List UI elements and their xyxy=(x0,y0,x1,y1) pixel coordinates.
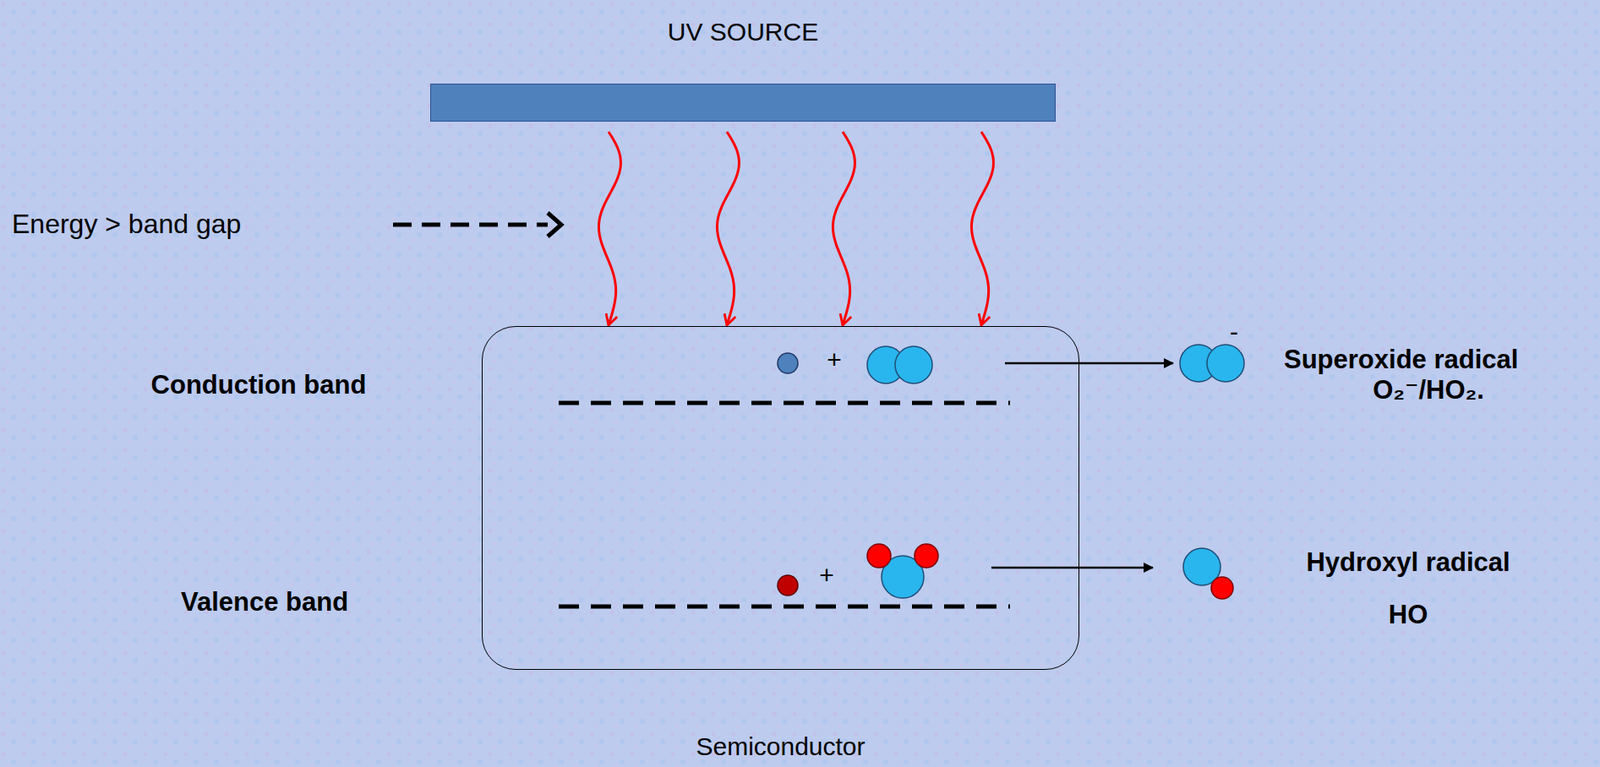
energy-arrow-head xyxy=(547,212,562,237)
energy-label: Energy > band gap xyxy=(11,209,241,240)
band-label: Valence band xyxy=(180,588,349,618)
band-label: Conduction band xyxy=(151,371,367,400)
uv-ray-arrow xyxy=(598,131,621,326)
uv-ray-arrow xyxy=(716,131,739,326)
reaction-arrow xyxy=(991,567,1153,570)
energy-arrow xyxy=(393,223,548,228)
radical-name: Superoxide radical xyxy=(1283,345,1519,375)
plus-sign: + xyxy=(819,561,835,590)
hole xyxy=(777,575,798,596)
node-heading: UV SOURCE xyxy=(667,17,819,46)
semiconductor-box: Semiconductor xyxy=(481,326,1080,671)
uv-ray-arrow xyxy=(832,131,855,326)
electron xyxy=(777,353,798,374)
water-hydrogen xyxy=(867,544,891,568)
radical-formula: HO xyxy=(1388,600,1429,630)
uv-ray-arrow xyxy=(971,131,994,326)
hydroxyl-hydrogen xyxy=(1211,577,1234,600)
oxygen-atom xyxy=(1206,344,1245,383)
node-heading: Semiconductor xyxy=(695,732,865,761)
radical-formula: O₂⁻/HO₂. xyxy=(1372,376,1485,405)
valence-band-line xyxy=(558,605,1011,610)
oxygen-atom xyxy=(895,346,933,384)
charge-sign: - xyxy=(1229,317,1239,346)
conduction-band-line xyxy=(558,401,1011,406)
uv-source-bar: UV SOURCE xyxy=(430,83,1056,122)
radical-name: Hydroxyl radical xyxy=(1305,548,1510,578)
reaction-arrow xyxy=(1004,362,1174,366)
plus-sign: + xyxy=(826,345,842,374)
water-hydrogen xyxy=(914,544,939,568)
